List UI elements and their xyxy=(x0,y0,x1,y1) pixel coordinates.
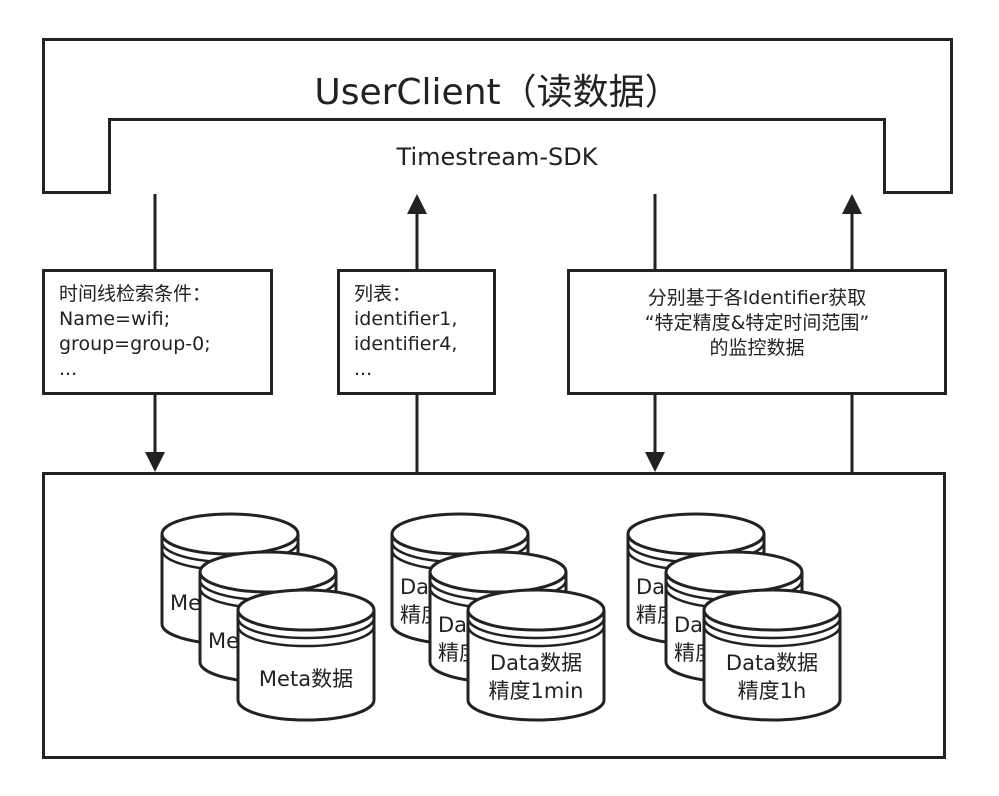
arrowhead-query xyxy=(145,452,165,472)
data-hour-db-front-line1: Data数据 xyxy=(726,651,818,675)
fetch-line-2: “特定精度&特定时间范围” xyxy=(644,312,870,334)
data-min-db-front-line1: Data数据 xyxy=(490,651,582,675)
query-line-3: group=group-0; xyxy=(59,333,211,355)
arrowhead-list xyxy=(407,194,427,214)
fetch-line-3: 的监控数据 xyxy=(709,337,805,359)
identifier-list-box: 列表： identifier1, identifier4, ... xyxy=(337,269,496,395)
list-line-3: identifier4, xyxy=(354,333,458,355)
query-condition-box: 时间线检索条件： Name=wifi; group=group-0; ... xyxy=(42,269,273,395)
list-line-2: identifier1, xyxy=(354,308,458,330)
fetch-data-box: 分别基于各Identifier获取 “特定精度&特定时间范围” 的监控数据 xyxy=(567,269,947,395)
query-line-4: ... xyxy=(59,358,78,380)
arrowhead-fetch xyxy=(645,452,665,472)
data-min-db-front-line2: 精度1min xyxy=(489,679,584,703)
arrowhead-return xyxy=(842,194,862,214)
sdk-box: Timestream-SDK xyxy=(108,118,886,194)
data-hour-db-front: Data数据 精度1h xyxy=(702,588,842,722)
list-line-1: 列表： xyxy=(354,283,412,305)
sdk-label: Timestream-SDK xyxy=(396,143,598,171)
list-line-4: ... xyxy=(354,358,373,380)
data-min-db-front: Data数据 精度1min xyxy=(466,588,606,722)
query-line-2: Name=wifi; xyxy=(59,308,171,330)
data-hour-db-front-line2: 精度1h xyxy=(738,679,807,703)
meta-db-front-label: Meta数据 xyxy=(259,667,353,691)
user-client-title: UserClient（读数据） xyxy=(314,72,681,113)
query-line-1: 时间线检索条件： xyxy=(59,283,212,305)
fetch-line-1: 分别基于各Identifier获取 xyxy=(647,287,867,309)
meta-db-front: Meta数据 xyxy=(236,588,376,722)
